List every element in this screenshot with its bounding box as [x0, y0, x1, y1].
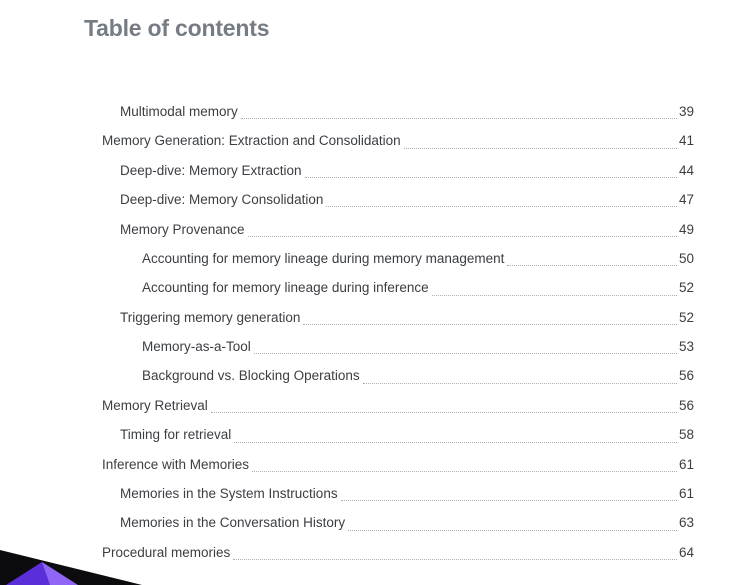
toc-entry-label[interactable]: Memory Provenance	[120, 221, 245, 237]
toc-entry-page[interactable]: 52	[678, 280, 694, 296]
toc-leader-dots	[210, 398, 677, 414]
toc-leader-dots	[252, 457, 677, 472]
toc-entry-page[interactable]: 52	[678, 309, 694, 325]
toc-entry-page[interactable]: 53	[678, 339, 694, 355]
toc-leader-dots	[304, 163, 677, 179]
toc-entry-label[interactable]: Procedural memories	[102, 544, 231, 560]
toc-leader-dots	[362, 369, 677, 384]
toc-entry-label[interactable]: Deep-dive: Memory Consolidation	[120, 192, 324, 208]
toc-entry[interactable]: Inference with Memories 61	[0, 450, 746, 479]
toc-leader-dots	[247, 222, 677, 237]
toc-entry[interactable]: Procedural memories 64	[0, 538, 746, 567]
toc-entry-label[interactable]: Accounting for memory lineage during mem…	[142, 250, 505, 266]
toc-entry-page[interactable]: 56	[678, 397, 694, 413]
toc-entry-label[interactable]: Accounting for memory lineage during inf…	[142, 280, 429, 296]
toc-entry-label[interactable]: Background vs. Blocking Operations	[142, 368, 360, 384]
toc-leader-dots	[233, 545, 677, 561]
toc-entry-label[interactable]: Timing for retrieval	[120, 427, 232, 443]
toc-entry-page[interactable]: 47	[678, 192, 694, 208]
toc-entry-label[interactable]: Triggering memory generation	[120, 309, 301, 325]
toc-leader-dots	[326, 192, 677, 208]
toc-leader-dots	[403, 134, 677, 149]
toc-entry-label[interactable]: Inference with Memories	[102, 456, 250, 472]
toc-entry-page[interactable]: 49	[678, 221, 694, 237]
toc-entry-page[interactable]: 41	[678, 133, 694, 149]
toc-entry[interactable]: Accounting for memory lineage during mem…	[0, 244, 746, 273]
toc-leader-dots	[348, 516, 677, 531]
toc-entry[interactable]: Accounting for memory lineage during inf…	[0, 273, 746, 302]
toc-entry-page[interactable]: 61	[678, 486, 694, 502]
toc-entry[interactable]: Memory Provenance 49	[0, 215, 746, 244]
crystal-purple-light-facet	[42, 562, 78, 585]
toc-leader-dots	[340, 486, 677, 502]
toc-entry-label[interactable]: Memory Generation: Extraction and Consol…	[102, 133, 401, 149]
toc-entry[interactable]: Multimodal memory 39	[0, 97, 746, 126]
toc-entry[interactable]: Memories in the System Instructions 61	[0, 479, 746, 508]
crystal-purple-dark-facet	[6, 562, 52, 585]
toc-entry-label[interactable]: Memory-as-a-Tool	[142, 339, 251, 355]
toc-entry[interactable]: Memory-as-a-Tool 53	[0, 332, 746, 361]
toc-leader-dots	[507, 251, 677, 267]
toc-entry[interactable]: Deep-dive: Memory Extraction 44	[0, 156, 746, 185]
page-title: Table of contents	[84, 15, 270, 41]
toc-entry-page[interactable]: 63	[678, 515, 694, 531]
toc-entry[interactable]: Memory Retrieval 56	[0, 391, 746, 420]
toc-entry[interactable]: Deep-dive: Memory Consolidation 47	[0, 185, 746, 214]
toc-leader-dots	[240, 104, 677, 120]
toc-entry[interactable]: Memories in the Conversation History 63	[0, 508, 746, 537]
toc-entry-page[interactable]: 58	[678, 427, 694, 443]
toc-leader-dots	[253, 339, 677, 355]
toc-entry-label[interactable]: Deep-dive: Memory Extraction	[120, 162, 302, 178]
toc-entry-label[interactable]: Memories in the Conversation History	[120, 515, 346, 531]
toc-entry[interactable]: Memory Generation: Extraction and Consol…	[0, 126, 746, 155]
toc-entry[interactable]: Timing for retrieval 58	[0, 420, 746, 449]
toc-entry-page[interactable]: 50	[678, 250, 694, 266]
crystal-corner-graphic	[0, 550, 142, 585]
toc-entry-page[interactable]: 64	[678, 544, 694, 560]
toc-entry-label[interactable]: Memories in the System Instructions	[120, 486, 338, 502]
toc-leader-dots	[303, 310, 677, 326]
toc-leader-dots	[234, 427, 677, 443]
toc-leader-dots	[431, 280, 677, 296]
toc-entry-page[interactable]: 39	[678, 103, 694, 119]
toc-entry-label[interactable]: Multimodal memory	[120, 103, 238, 119]
toc-entry-label[interactable]: Memory Retrieval	[102, 397, 208, 413]
toc-entry[interactable]: Background vs. Blocking Operations 56	[0, 362, 746, 391]
toc-entry-page[interactable]: 56	[678, 368, 694, 384]
toc-entry[interactable]: Triggering memory generation 52	[0, 303, 746, 332]
toc-entry-page[interactable]: 44	[678, 162, 694, 178]
toc-entry-page[interactable]: 61	[678, 456, 694, 472]
